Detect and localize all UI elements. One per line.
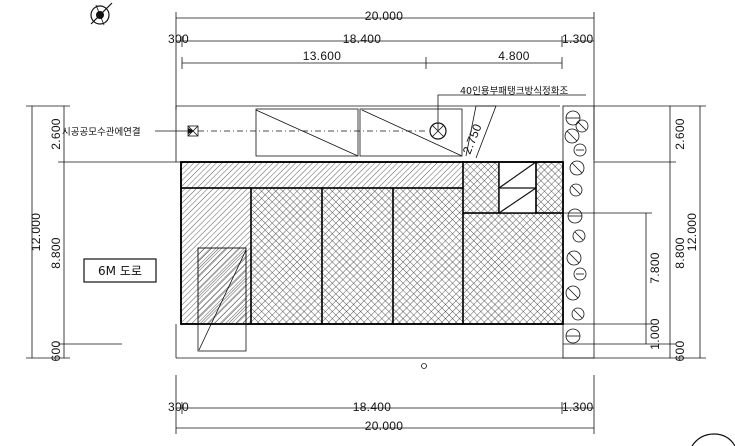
parking-space [197, 247, 247, 352]
north-arrow-icon [90, 2, 113, 26]
stair-zone-right [535, 161, 564, 214]
right-upper-label: 2.600 [673, 118, 687, 150]
top-sub-right-label: 4.800 [498, 49, 530, 63]
building-footprint [180, 161, 564, 325]
right-lower-label: 600 [673, 341, 687, 362]
room-2 [250, 187, 323, 325]
road-label: 6M 도로 [98, 264, 142, 278]
stair-zone-left [462, 161, 500, 214]
left-lower-label: 600 [49, 341, 63, 362]
sewer-connection-label: 시공공모수관에연결 [62, 127, 141, 138]
upper-yard: 2.750 [175, 105, 560, 162]
left-total-label: 12.000 [29, 213, 43, 252]
right-total-label: 12.000 [685, 213, 699, 252]
bottom-left-setback-label: 300 [168, 400, 189, 414]
top-segments-dimension: 300 18.400 1.300 [168, 32, 594, 47]
upper-band [180, 161, 464, 189]
left-upper-label: 2.600 [49, 118, 63, 150]
room-5 [462, 212, 564, 325]
bottom-right-setback-label: 1.300 [562, 400, 594, 414]
left-middle-label: 8.800 [49, 237, 63, 269]
landscape-strip [562, 105, 595, 359]
top-right-setback-label: 1.300 [562, 32, 594, 46]
septic-tank-label: 40인용부패탱크방식정화조 [460, 86, 568, 97]
small-mark-icon [421, 363, 427, 369]
top-total-label: 20.000 [365, 9, 404, 23]
room-4 [392, 187, 464, 325]
tree-icon [564, 110, 589, 344]
top-total-dimension: 20.000 [175, 9, 595, 160]
right-inner-lower-label: 1.000 [648, 318, 662, 350]
sewer-pipe: 시공공모수관에연결 [62, 122, 447, 140]
lower-boundary [175, 324, 594, 369]
right-dimensions: 12.000 2.600 8.800 600 7.800 1.000 [563, 105, 706, 362]
top-main-label: 18.400 [343, 32, 382, 46]
upper-space-2 [359, 108, 463, 157]
corner-stamp-icon [691, 433, 735, 446]
bottom-main-label: 18.400 [353, 400, 392, 414]
septic-tank-callout: 40인용부패탱크방식정화조 [437, 86, 586, 130]
bottom-dimensions: 300 18.400 1.300 20.000 [168, 375, 595, 434]
upper-space-1 [255, 108, 359, 157]
right-inner-label: 7.800 [648, 252, 662, 284]
left-dimensions: 12.000 2.600 8.800 600 [26, 105, 181, 362]
diagonal-dimension-label: 2.750 [460, 122, 485, 157]
room-3 [321, 187, 394, 325]
top-sub-dimension: 13.600 4.800 [181, 49, 563, 69]
top-sub-left-label: 13.600 [303, 49, 342, 63]
bottom-total-label: 20.000 [365, 419, 404, 433]
top-left-setback-label: 300 [168, 32, 189, 46]
right-middle-label: 8.800 [673, 237, 687, 269]
road-label-box: 6M 도로 [83, 258, 157, 283]
septic-tank-icon [429, 122, 447, 140]
